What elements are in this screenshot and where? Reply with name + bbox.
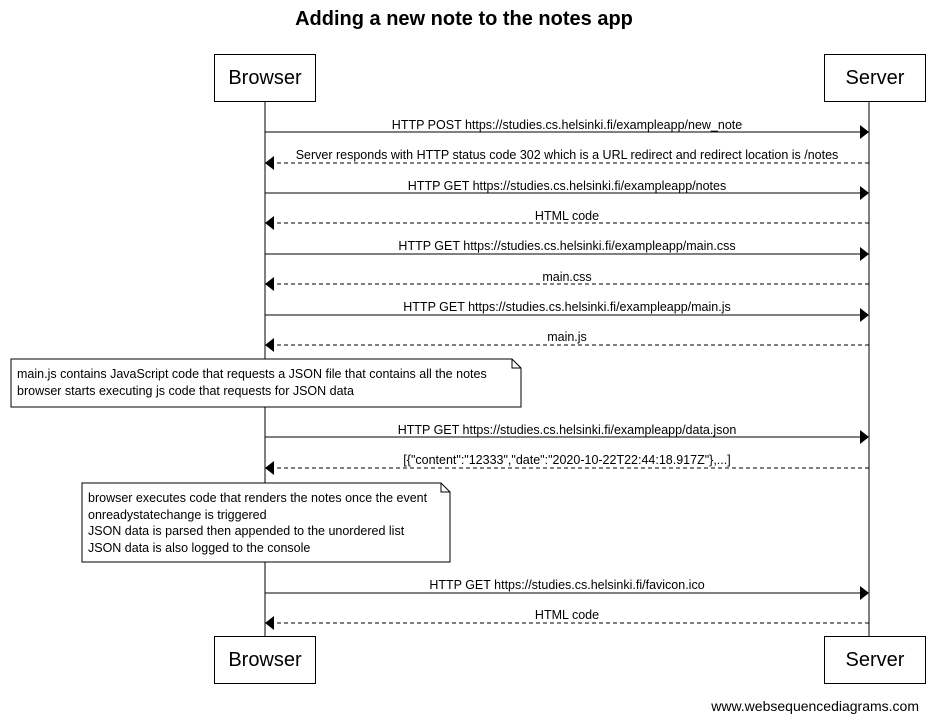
- message-arrow-head: [265, 338, 274, 352]
- message-label: [{"content":"12333","date":"2020-10-22T2…: [403, 453, 731, 467]
- message-label: HTTP GET https://studies.cs.helsinki.fi/…: [403, 300, 731, 314]
- note-1-line: browser starts executing js code that re…: [17, 383, 354, 398]
- participant-server-top: Server: [824, 54, 926, 102]
- participant-browser-top: Browser: [214, 54, 316, 102]
- message-label: HTML code: [534, 608, 600, 622]
- message-label: main.css: [542, 270, 592, 284]
- message-arrows: [265, 125, 869, 630]
- message-label: HTTP GET https://studies.cs.helsinki.fi/…: [407, 179, 727, 193]
- message-arrow-head: [860, 247, 869, 261]
- message-arrow-head: [265, 156, 274, 170]
- note-fold-corner: [511, 359, 521, 369]
- participant-server-bottom: Server: [824, 636, 926, 684]
- note-2-line: browser executes code that renders the n…: [88, 491, 428, 505]
- message-label: main.js: [547, 330, 587, 344]
- message-arrow-head: [265, 461, 274, 475]
- message-label: HTTP GET https://studies.cs.helsinki.fi/…: [398, 239, 736, 253]
- note-2-line: onreadystatechange is triggered: [88, 507, 267, 522]
- note-fold-corner: [440, 483, 450, 493]
- message-arrow-head: [860, 186, 869, 200]
- note-shape: [10, 358, 522, 408]
- note-2-line: JSON data is also logged to the console: [88, 540, 311, 555]
- note-1-line: main.js contains JavaScript code that re…: [17, 367, 487, 381]
- message-label: HTML code: [534, 209, 600, 223]
- message-arrow-head: [860, 308, 869, 322]
- message-label: HTTP POST https://studies.cs.helsinki.fi…: [391, 118, 743, 132]
- footer-watermark: www.websequencediagrams.com: [711, 698, 919, 714]
- message-arrow-head: [860, 430, 869, 444]
- message-arrow-head: [265, 216, 274, 230]
- note-shapes: [10, 358, 522, 563]
- message-arrow-head: [860, 125, 869, 139]
- message-label: Server responds with HTTP status code 30…: [295, 148, 839, 162]
- participant-browser-bottom: Browser: [214, 636, 316, 684]
- message-label: HTTP GET https://studies.cs.helsinki.fi/…: [429, 578, 705, 592]
- note-2: browser executes code that renders the n…: [82, 483, 450, 562]
- message-arrow-head: [860, 586, 869, 600]
- message-label: HTTP GET https://studies.cs.helsinki.fi/…: [397, 423, 737, 437]
- note-1: main.js contains JavaScript code that re…: [11, 359, 521, 407]
- note-2-line: JSON data is parsed then appended to the…: [88, 524, 405, 538]
- message-arrow-head: [265, 616, 274, 630]
- diagram-title: Adding a new note to the notes app: [295, 8, 633, 30]
- message-arrow-head: [265, 277, 274, 291]
- note-shape: [81, 482, 451, 563]
